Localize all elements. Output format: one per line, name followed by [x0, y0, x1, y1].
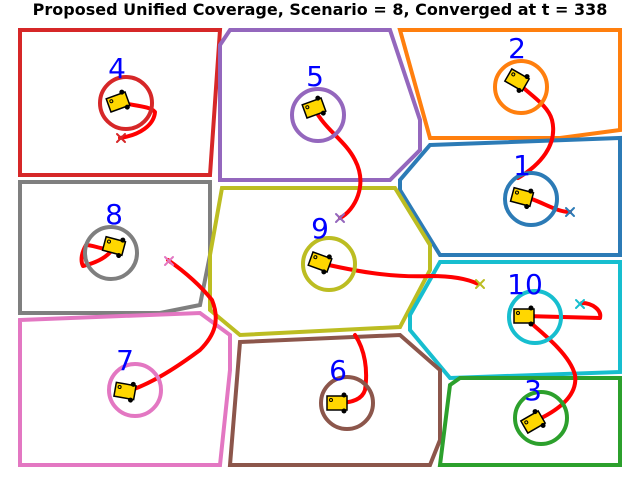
region-label-10: 10	[507, 268, 543, 301]
coverage-circle-1	[503, 171, 559, 227]
coverage-circle-3	[513, 390, 569, 446]
start-marker-9	[475, 279, 485, 289]
region-2-boundary	[397, 28, 622, 140]
start-marker-5	[335, 213, 345, 223]
coverage-circle-4	[98, 75, 154, 131]
robot-7	[113, 381, 137, 403]
coverage-circle-6	[319, 375, 375, 431]
trajectory-4	[116, 100, 157, 140]
robot-5	[301, 95, 327, 119]
coverage-circle-5	[290, 87, 346, 143]
region-3-boundary	[437, 376, 622, 467]
trajectory-5	[312, 106, 363, 220]
robot-2	[503, 67, 531, 93]
robot-10	[513, 305, 535, 327]
trajectory-3	[523, 316, 578, 424]
region-4-boundary	[18, 28, 223, 177]
region-1-boundary	[398, 135, 622, 257]
region-10-boundary	[408, 260, 622, 381]
trajectory-6	[335, 333, 369, 405]
coverage-circle-10	[507, 289, 563, 345]
start-marker-4	[116, 133, 126, 143]
region-label-5: 5	[306, 60, 324, 93]
region-label-6: 6	[329, 354, 347, 387]
start-marker-1	[565, 207, 575, 217]
region-label-3: 3	[524, 374, 542, 407]
region-label-2: 2	[508, 32, 526, 65]
figure-title: Proposed Unified Coverage, Scenario = 8,…	[32, 0, 608, 19]
region-label-4: 4	[108, 52, 126, 85]
trajectory-10	[523, 301, 603, 320]
trajectory-2	[515, 80, 556, 180]
trajectory-7	[123, 258, 218, 394]
region-label-8: 8	[105, 198, 123, 231]
region-label-1: 1	[513, 149, 531, 182]
start-marker-10	[575, 299, 585, 309]
robot-3	[519, 409, 547, 435]
trajectory-8	[79, 243, 116, 268]
coverage-circle-2	[493, 59, 549, 115]
region-7-boundary	[18, 310, 232, 467]
robot-8	[101, 235, 127, 259]
region-8-boundary	[18, 180, 212, 315]
region-label-9: 9	[311, 212, 329, 245]
region-9-boundary	[208, 186, 432, 338]
coverage-circle-8	[83, 225, 139, 281]
region-6-boundary	[227, 332, 442, 467]
coverage-circle-7	[107, 362, 163, 418]
robot-4	[105, 89, 131, 113]
start-marker-7	[164, 256, 174, 266]
region-label-7: 7	[116, 344, 134, 377]
region-5-boundary	[218, 28, 422, 182]
robot-1	[509, 186, 535, 210]
robot-6	[326, 392, 348, 414]
robot-9	[307, 251, 333, 275]
trajectory-9	[318, 261, 480, 286]
coverage-circle-9	[301, 236, 357, 292]
